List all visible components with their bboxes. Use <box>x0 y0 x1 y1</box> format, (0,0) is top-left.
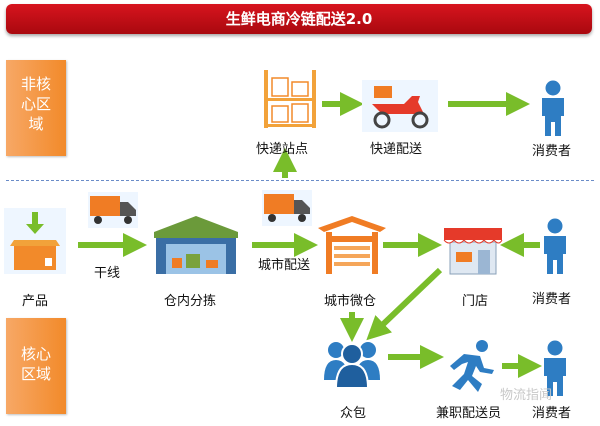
crowdsourcing-label: 众包 <box>340 406 367 421</box>
store-icon <box>442 224 504 278</box>
consumer-label-bottom: 消费者 <box>532 406 572 421</box>
truck-icon-trunk <box>88 192 138 228</box>
store-label: 门店 <box>462 294 489 309</box>
non-core-zone-line-1: 非核 <box>20 75 51 93</box>
scooter-icon <box>362 80 438 132</box>
crowd-icon <box>322 336 382 390</box>
core-zone-line-1: 核心 <box>20 345 51 363</box>
runner-icon <box>444 338 500 394</box>
warehouse-icon <box>150 214 242 276</box>
arrow-store-to-crowd <box>366 267 443 341</box>
express-delivery-label: 快递配送 <box>370 142 423 157</box>
non-core-zone-line-3: 域 <box>28 115 44 133</box>
zone-divider <box>6 180 594 181</box>
consumer-icon-mid <box>540 218 570 274</box>
core-zone-line-2: 区域 <box>20 365 51 383</box>
product-box-icon <box>4 208 66 274</box>
truck-icon-city <box>262 190 312 226</box>
consumer-icon-bottom <box>540 340 570 396</box>
non-core-zone-label: 非核 心区 域 <box>6 60 66 156</box>
micro-warehouse-icon <box>316 214 388 276</box>
non-core-zone-line-2: 心区 <box>20 95 51 113</box>
product-label: 产品 <box>22 294 49 309</box>
city-delivery-label: 城市配送 <box>258 258 311 273</box>
core-zone-label: 核心 区域 <box>6 318 66 414</box>
part-time-courier-label: 兼职配送员 <box>436 406 502 421</box>
express-station-label: 快递站点 <box>256 142 309 157</box>
trunk-label: 干线 <box>94 266 121 281</box>
consumer-icon-top <box>538 80 568 136</box>
city-micro-warehouse-label: 城市微仓 <box>324 294 377 309</box>
consumer-label-top: 消费者 <box>532 144 572 159</box>
watermark-text: 物流指闻 <box>500 388 553 403</box>
watermark: 物流指闻 <box>500 384 552 403</box>
page-title: 生鲜电商冷链配送2.0 <box>6 4 592 34</box>
express-station-icon <box>262 68 318 130</box>
warehouse-sorting-label: 仓内分拣 <box>164 294 217 309</box>
consumer-label-mid: 消费者 <box>532 292 572 307</box>
